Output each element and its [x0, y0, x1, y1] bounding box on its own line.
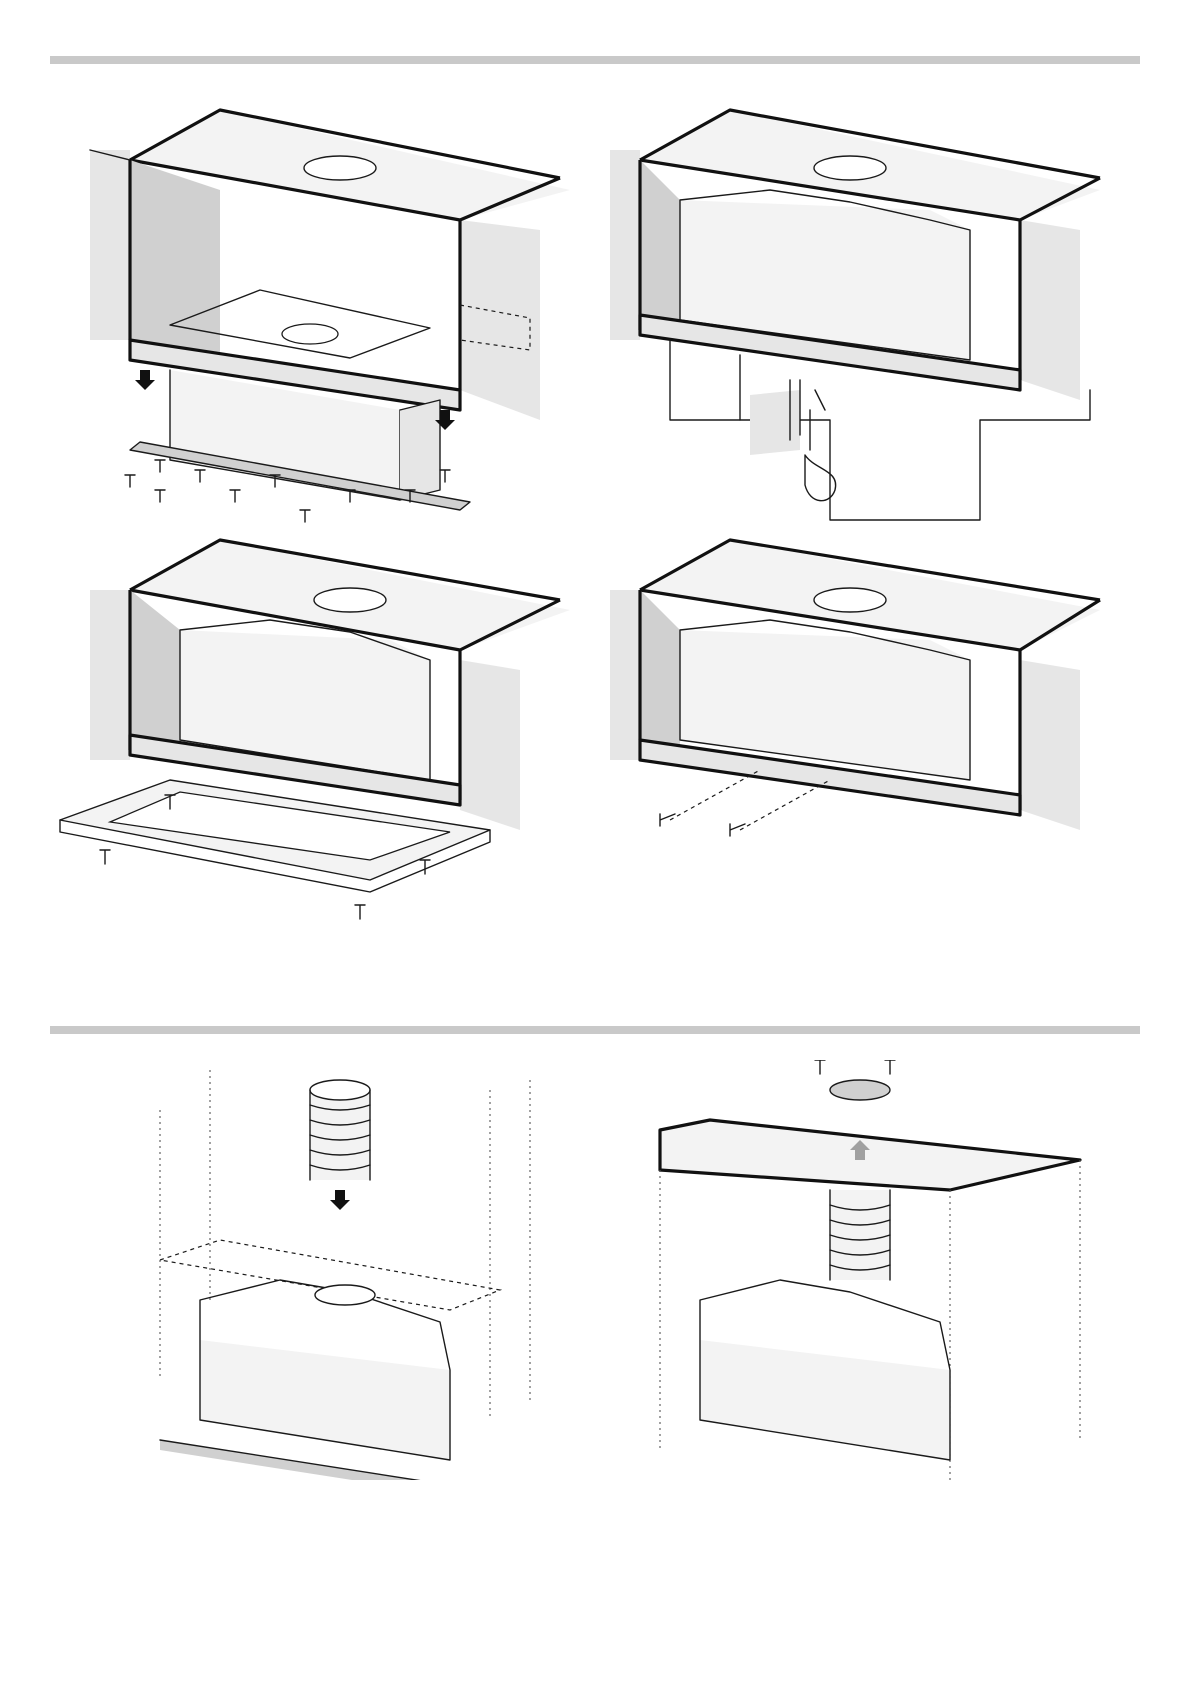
up-arrow-icon: [135, 370, 155, 390]
cabinet-mount-illustration: [60, 90, 580, 570]
section-divider-middle: [50, 1026, 1140, 1034]
section-divider-top: [50, 56, 1140, 64]
panel-bracket-adjust: [600, 90, 1120, 570]
down-arrow-icon: [330, 1190, 350, 1210]
screw-icon: [660, 814, 745, 836]
panel-duct-insert: [150, 1060, 550, 1480]
screw-icon: [815, 1060, 895, 1074]
panel-frame-attach: [50, 530, 570, 950]
panel-duct-through-cabinet: [650, 1060, 1090, 1480]
duct-through-cabinet-illustration: [650, 1060, 1090, 1480]
bracket-adjust-illustration: [600, 90, 1120, 570]
frame-attach-illustration: [50, 530, 570, 950]
flex-duct-icon: [310, 1080, 370, 1180]
flex-duct-icon: [830, 1190, 890, 1280]
front-screw-illustration: [600, 530, 1120, 950]
panel-cabinet-mount: [60, 90, 580, 570]
duct-insert-illustration: [150, 1060, 550, 1480]
screwdriver-hand-icon: [805, 410, 836, 501]
panel-front-screw: [600, 530, 1120, 950]
